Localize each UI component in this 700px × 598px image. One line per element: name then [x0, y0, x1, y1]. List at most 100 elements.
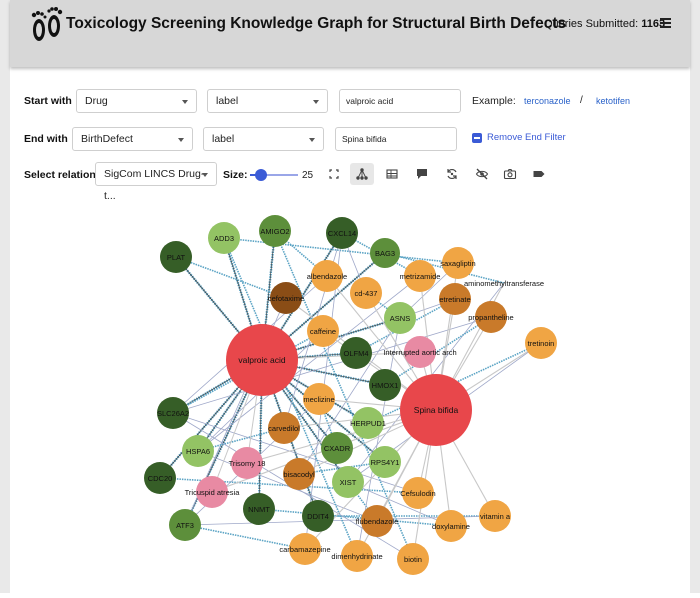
graph-node-amt[interactable]: aminomethyltransferase — [464, 279, 544, 288]
node-circle[interactable] — [404, 336, 436, 368]
edge-labels-button[interactable] — [527, 163, 551, 185]
node-circle[interactable] — [321, 432, 353, 464]
graph-node-hmox1[interactable]: HMOX1 — [369, 369, 401, 401]
graph-node-rps4y1[interactable]: RPS4Y1 — [369, 446, 401, 478]
end-field-select[interactable]: label — [203, 127, 324, 151]
graph-node-tretinoin[interactable]: tretinoin — [525, 327, 557, 359]
node-circle[interactable] — [352, 407, 384, 439]
node-circle[interactable] — [341, 540, 373, 572]
relation-select[interactable]: SigCom LINCS Drug-t... — [95, 162, 217, 202]
start-search-input[interactable] — [339, 89, 461, 113]
graph-node-saxagliptin[interactable]: saxagliptin — [440, 247, 476, 279]
node-circle[interactable] — [369, 369, 401, 401]
graph-node-meclizine[interactable]: meclizine — [303, 383, 335, 415]
graph-node-metrizamide[interactable]: metrizamide — [400, 260, 441, 292]
graph-node-carbamazepine[interactable]: carbamazepine — [279, 533, 331, 565]
start-field-select[interactable]: label — [207, 89, 328, 113]
node-circle[interactable] — [402, 477, 434, 509]
node-circle[interactable] — [326, 217, 358, 249]
graph-node-albendazole[interactable]: albendazole — [307, 260, 347, 292]
node-circle[interactable] — [160, 241, 192, 273]
fullscreen-button[interactable] — [322, 163, 346, 185]
node-circle[interactable] — [289, 533, 321, 565]
graph-node-vpa[interactable]: valproic acid — [226, 324, 298, 396]
node-circle[interactable] — [311, 260, 343, 292]
remove-filter-icon[interactable] — [472, 133, 482, 143]
graph-node-trisomy18[interactable]: Trisomy 18 — [229, 447, 266, 479]
graph-node-amigo2[interactable]: AMIGO2 — [259, 215, 291, 247]
node-circle[interactable] — [243, 493, 275, 525]
end-type-select[interactable]: BirthDefect — [72, 127, 193, 151]
node-circle[interactable] — [404, 260, 436, 292]
graph-node-xist[interactable]: XIST — [332, 466, 364, 498]
node-circle[interactable] — [475, 301, 507, 333]
screenshot-button[interactable] — [498, 163, 522, 185]
graph-node-ddit4[interactable]: DDIT4 — [302, 500, 334, 532]
hide-labels-button[interactable] — [470, 163, 494, 185]
node-circle[interactable] — [525, 327, 557, 359]
table-view-button[interactable] — [380, 163, 404, 185]
size-slider[interactable] — [250, 169, 298, 181]
node-circle[interactable] — [442, 247, 474, 279]
network-view-button[interactable] — [350, 163, 374, 185]
hamburger-menu-icon[interactable] — [660, 18, 671, 28]
node-circle[interactable] — [350, 277, 382, 309]
graph-node-caffeine[interactable]: caffeine — [307, 315, 339, 347]
node-circle[interactable] — [302, 500, 334, 532]
node-circle[interactable] — [369, 446, 401, 478]
node-circle[interactable] — [259, 215, 291, 247]
node-circle[interactable] — [340, 337, 372, 369]
node-circle[interactable] — [307, 315, 339, 347]
graph-node-sb[interactable]: Spina bifida — [400, 374, 472, 446]
end-search-input[interactable] — [335, 127, 457, 151]
node-circle[interactable] — [231, 447, 263, 479]
node-circle[interactable] — [283, 458, 315, 490]
node-circle[interactable] — [270, 282, 302, 314]
graph-node-biotin[interactable]: biotin — [397, 543, 429, 575]
node-circle[interactable] — [384, 302, 416, 334]
graph-node-cxcl14[interactable]: CXCL14 — [326, 217, 358, 249]
example-link-terconazole[interactable]: terconazole — [524, 96, 571, 106]
node-circle[interactable] — [435, 510, 467, 542]
graph-node-cxadr[interactable]: CXADR — [321, 432, 353, 464]
node-circle[interactable] — [157, 397, 189, 429]
node-circle[interactable] — [479, 500, 511, 532]
graph-node-bag3[interactable]: BAG3 — [370, 238, 400, 268]
graph-node-asns[interactable]: ASNS — [384, 302, 416, 334]
node-circle[interactable] — [196, 476, 228, 508]
graph-node-hspa6[interactable]: HSPA6 — [182, 435, 214, 467]
graph-node-doxylamine[interactable]: doxylamine — [432, 510, 470, 542]
start-type-select[interactable]: Drug — [76, 89, 197, 113]
graph-node-atf3[interactable]: ATF3 — [169, 509, 201, 541]
graph-node-carvedilol[interactable]: carvedilol — [268, 412, 300, 444]
graph-node-propantheline[interactable]: propantheline — [468, 301, 514, 333]
graph-node-cdc20[interactable]: CDC20 — [144, 462, 176, 494]
example-link-ketotifen[interactable]: ketotifen — [596, 96, 631, 106]
graph-node-nnmt[interactable]: NNMT — [243, 493, 275, 525]
node-circle[interactable] — [303, 383, 335, 415]
slider-thumb[interactable] — [255, 169, 267, 181]
graph-node-tricuspid[interactable]: Tricuspid atresia — [185, 476, 241, 508]
node-circle[interactable] — [268, 412, 300, 444]
graph-node-iaa[interactable]: Interrupted aortic arch — [383, 336, 457, 368]
graph-node-etretinate[interactable]: etretinate — [439, 283, 471, 315]
graph-node-flubendazole[interactable]: flubendazole — [356, 505, 399, 537]
node-circle[interactable] — [400, 374, 472, 446]
graph-node-slc26a2[interactable]: SLC26A2 — [157, 397, 189, 429]
node-circle[interactable] — [226, 324, 298, 396]
remove-end-filter-button[interactable]: Remove End Filter — [487, 132, 566, 143]
graph-node-cefsulodin[interactable]: Cefsulodin — [400, 477, 436, 509]
graph-node-bisacodyl[interactable]: bisacodyl — [283, 458, 315, 490]
refresh-layout-button[interactable] — [440, 163, 464, 185]
graph-node-plat[interactable]: PLAT — [160, 241, 192, 273]
node-circle[interactable] — [370, 238, 400, 268]
node-circle[interactable] — [169, 509, 201, 541]
graph-node-herpud1[interactable]: HERPUD1 — [350, 407, 386, 439]
graph-node-cefotaxime[interactable]: cefotaxime — [268, 282, 304, 314]
graph-node-add3[interactable]: ADD3 — [208, 222, 240, 254]
graph-node-olfm4[interactable]: OLFM4 — [340, 337, 372, 369]
graph-node-vitamina[interactable]: vitamin a — [479, 500, 511, 532]
node-circle[interactable] — [144, 462, 176, 494]
